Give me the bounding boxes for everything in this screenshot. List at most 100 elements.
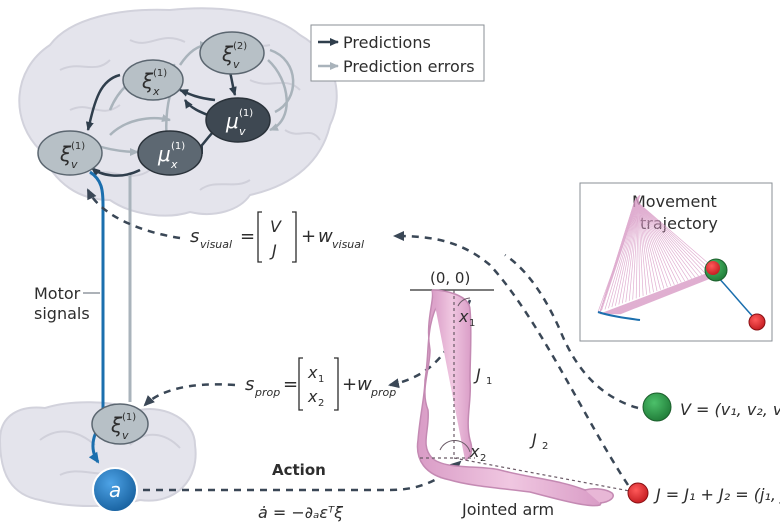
s-prop-equation: s prop = x 1 x 2 + w prop: [245, 357, 396, 411]
trajectory-segment: [637, 197, 651, 294]
svg-text:s: s: [190, 226, 199, 247]
svg-text:1: 1: [318, 374, 324, 385]
movement-trajectory-inset: Movement trajectory: [579, 182, 773, 342]
svg-text:x: x: [469, 442, 480, 461]
trajectory-segment: [635, 198, 696, 278]
svg-text:s: s: [245, 374, 254, 395]
target-j-label: J = J₁ + J₂ = (j₁, j₂): [653, 485, 780, 504]
svg-text:x: x: [170, 158, 178, 171]
trajectory-segment: [636, 198, 675, 285]
svg-text:μ: μ: [225, 109, 239, 133]
svg-text:x: x: [458, 307, 469, 326]
trajectory-segment: [634, 199, 713, 272]
svg-text:(1): (1): [71, 141, 85, 152]
svg-text:V: V: [270, 217, 282, 236]
svg-text:ξ: ξ: [141, 69, 154, 93]
trajectory-segment: [637, 197, 654, 293]
svg-text:v: v: [239, 125, 246, 138]
s-visual-equation: s visual = V J + w visual: [190, 211, 364, 263]
svg-text:ξ: ξ: [59, 142, 72, 166]
svg-text:(1): (1): [171, 141, 185, 152]
trajectory-segment: [636, 197, 665, 289]
legend-prediction-errors-label: Prediction errors: [343, 57, 475, 76]
trajectory-segment: [634, 199, 717, 271]
red-hand-target: J = J₁ + J₂ = (j₁, j₂): [627, 482, 780, 504]
trajectory-segment: [636, 198, 679, 284]
svg-text:=: =: [240, 226, 255, 247]
trajectory-segment: [636, 197, 668, 288]
arm-origin-label: (0, 0): [430, 269, 470, 287]
trajectory-segment: [632, 196, 639, 300]
trajectory-segment: [636, 197, 672, 287]
trajectory-segment: [635, 198, 692, 279]
svg-text:w: w: [357, 374, 372, 395]
svg-text:visual: visual: [332, 238, 364, 251]
svg-text:=: =: [283, 374, 298, 395]
trajectory-fan: [597, 194, 717, 315]
svg-text:v: v: [122, 429, 129, 442]
svg-text:(1): (1): [239, 108, 253, 119]
brain-illustration: [18, 7, 338, 217]
legend-predictions-label: Predictions: [343, 33, 431, 52]
svg-text:J: J: [269, 241, 277, 260]
svg-text:x: x: [307, 387, 318, 406]
trajectory-segment: [628, 196, 640, 301]
node-xi-v2: ξ v (2): [199, 31, 265, 75]
svg-text:v: v: [233, 58, 240, 71]
svg-text:visual: visual: [200, 238, 232, 251]
trajectory-segment: [604, 195, 641, 310]
node-mu-v1: μ v (1): [205, 97, 271, 143]
trajectory-title-line1: Movement: [632, 192, 717, 211]
jointed-arm: (0, 0) x 1 J 1 x 2 J 2 Jointed arm: [410, 269, 636, 519]
node-mu-x1: μ x (1): [137, 130, 203, 176]
svg-text:J: J: [473, 365, 481, 384]
green-visual-target: V = (v₁, v₂, v₃): [642, 392, 780, 422]
trajectory-segment: [637, 196, 640, 298]
svg-text:1: 1: [469, 318, 475, 329]
trajectory-segment: [635, 199, 699, 277]
action-equation: ȧ = −∂ₐεᵀξ: [258, 503, 344, 522]
svg-text:x: x: [307, 363, 318, 382]
svg-text:a: a: [109, 478, 121, 502]
trajectory-segment: [599, 199, 636, 313]
trajectory-segment: [636, 198, 686, 282]
trajectory-segment: [635, 199, 710, 273]
svg-text:1: 1: [486, 376, 492, 387]
trajectory-segment: [625, 196, 640, 303]
svg-text:J: J: [529, 430, 537, 449]
svg-text:prop: prop: [370, 386, 396, 399]
trajectory-segment: [637, 196, 644, 296]
node-xi-x1: ξ x (1): [122, 59, 184, 101]
trajectory-segment: [615, 195, 640, 306]
svg-text:prop: prop: [254, 386, 280, 399]
svg-text:(1): (1): [153, 68, 167, 79]
svg-text:2: 2: [318, 398, 324, 409]
trajectory-segment: [635, 198, 689, 281]
svg-text:w: w: [318, 226, 333, 247]
trajectory-segment: [619, 275, 717, 315]
svg-text:(1): (1): [122, 412, 136, 423]
trajectory-segment: [635, 196, 639, 299]
svg-text:μ: μ: [157, 142, 171, 166]
svg-text:ξ: ξ: [110, 413, 123, 437]
trajectory-segment: [637, 197, 647, 295]
target-v-label: V = (v₁, v₂, v₃): [680, 400, 780, 419]
trajectory-segment: [636, 198, 682, 283]
node-action: a: [92, 467, 138, 513]
svg-text:+: +: [342, 374, 357, 395]
node-xi-v1-cortex: ξ v (1): [37, 130, 103, 176]
svg-text:v: v: [71, 158, 78, 171]
trajectory-segment: [635, 199, 703, 276]
trajectory-segment: [621, 195, 640, 304]
motor-signals-line2: signals: [34, 304, 90, 323]
trajectory-segment: [608, 195, 640, 309]
action-title: Action: [272, 461, 326, 479]
trajectory-segment: [635, 199, 706, 274]
svg-text:ξ: ξ: [221, 42, 234, 66]
svg-text:x: x: [152, 85, 160, 98]
svg-text:2: 2: [542, 441, 548, 452]
trajectory-segment: [637, 197, 658, 292]
node-xi-v1-spinal: ξ v (1): [91, 403, 149, 445]
arm-caption: Jointed arm: [461, 500, 554, 519]
